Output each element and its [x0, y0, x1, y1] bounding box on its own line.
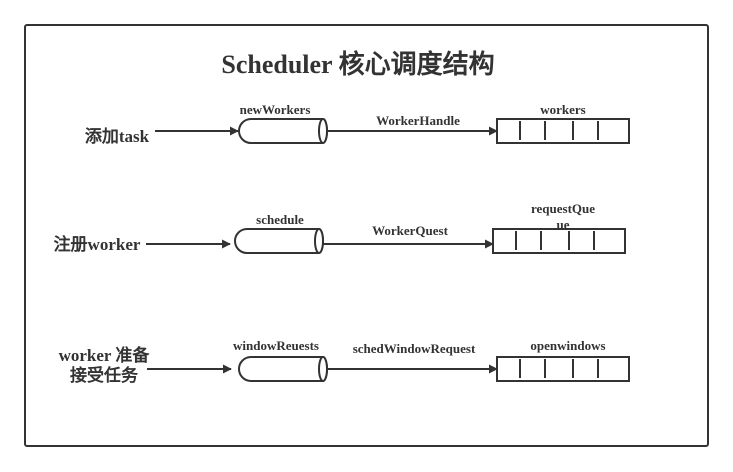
row-label: 添加task	[85, 126, 150, 146]
channel-label: windowReuests	[233, 338, 319, 353]
channel-label: newWorkers	[240, 102, 311, 117]
queue-box	[496, 118, 630, 144]
channel-cylinder	[238, 118, 328, 144]
queue-box	[496, 356, 630, 382]
row-label: worker 准备接受任务	[59, 345, 151, 385]
channel-cylinder	[234, 228, 324, 254]
edge-label: WorkerQuest	[372, 223, 448, 238]
queue-label-line: openwindows	[530, 338, 605, 353]
edge-label: schedWindowRequest	[353, 341, 476, 356]
diagram-title: Scheduler 核心调度结构	[221, 49, 494, 79]
row-label-line: worker 准备	[59, 345, 151, 365]
queue-box	[492, 228, 626, 254]
flow-row: worker 准备接受任务 windowReuests schedWindowReq…	[59, 338, 630, 385]
queue-label-line: ue	[557, 217, 570, 232]
row-label-line: 注册worker	[54, 234, 141, 254]
channel-label: schedule	[256, 212, 304, 227]
edge-label: WorkerHandle	[376, 113, 460, 128]
queue-label: workers	[540, 102, 586, 117]
row-label-line: 添加task	[85, 126, 150, 146]
channel-cylinder	[238, 356, 328, 382]
diagram-title-text: Scheduler 核心调度结构	[221, 49, 494, 79]
queue-label-line: requestQue	[531, 201, 595, 216]
queue-label-line: workers	[540, 102, 586, 117]
row-label: 注册worker	[54, 234, 141, 254]
channel-cylinder-end	[314, 228, 324, 254]
channel-cylinder-end	[318, 356, 328, 382]
queue-label: openwindows	[530, 338, 605, 353]
channel-cylinder-end	[318, 118, 328, 144]
row-label-line: 接受任务	[70, 365, 139, 385]
